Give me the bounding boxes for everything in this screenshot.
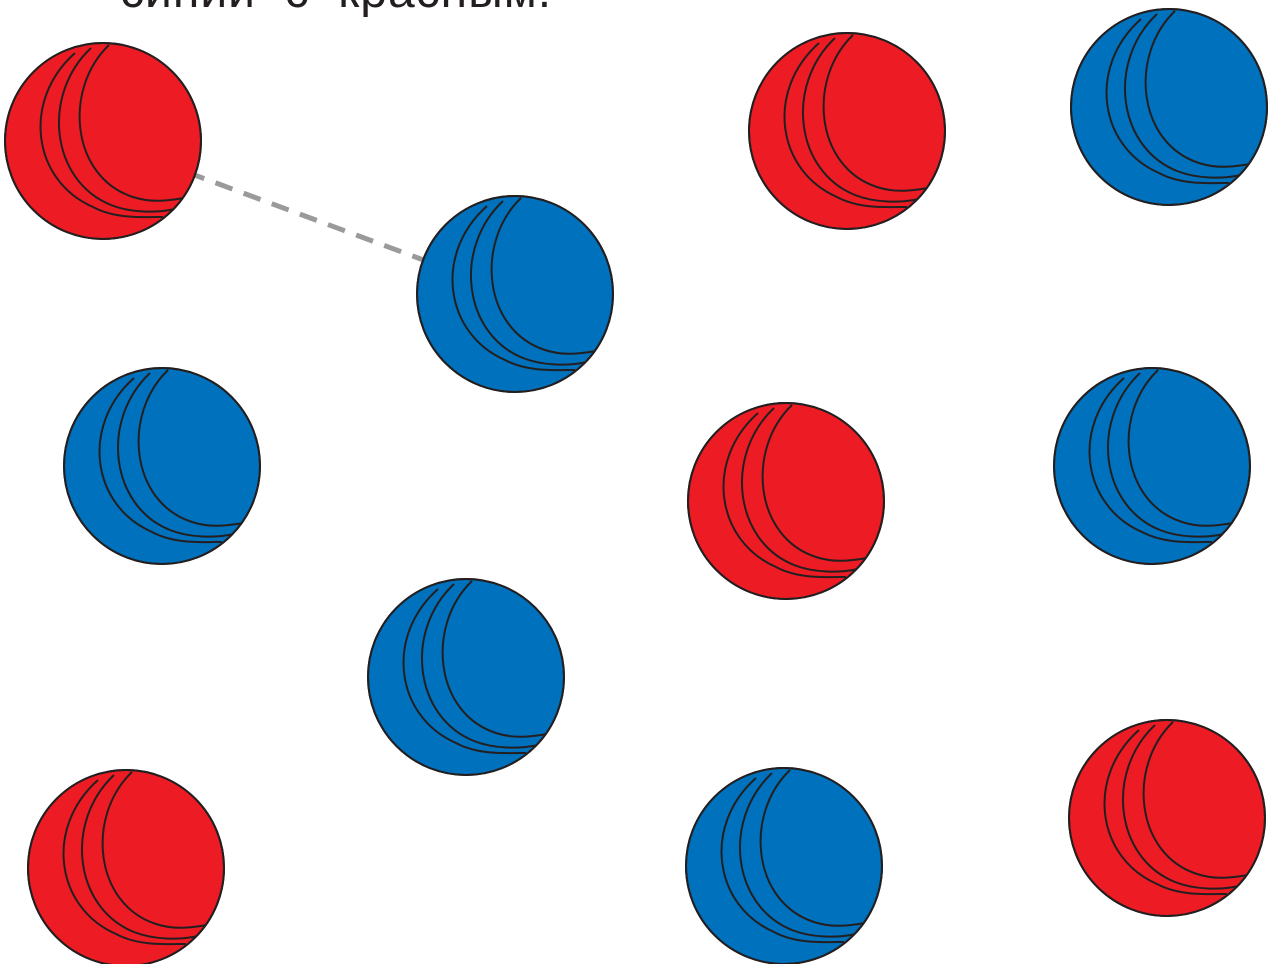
ball-red-3[interactable] xyxy=(687,402,885,600)
instruction-text: синий с красным. xyxy=(120,0,552,19)
ball-blue-3[interactable] xyxy=(63,367,261,565)
ball-red-5[interactable] xyxy=(1068,719,1266,917)
ball-blue-4[interactable] xyxy=(1053,367,1251,565)
ball-red-1[interactable] xyxy=(4,42,202,240)
ball-blue-2[interactable] xyxy=(1070,8,1268,206)
ball-blue-6[interactable] xyxy=(685,767,883,964)
ball-red-2[interactable] xyxy=(748,32,946,230)
ball-blue-5[interactable] xyxy=(367,578,565,776)
ball-red-4[interactable] xyxy=(27,769,225,964)
ball-blue-1[interactable] xyxy=(416,195,614,393)
